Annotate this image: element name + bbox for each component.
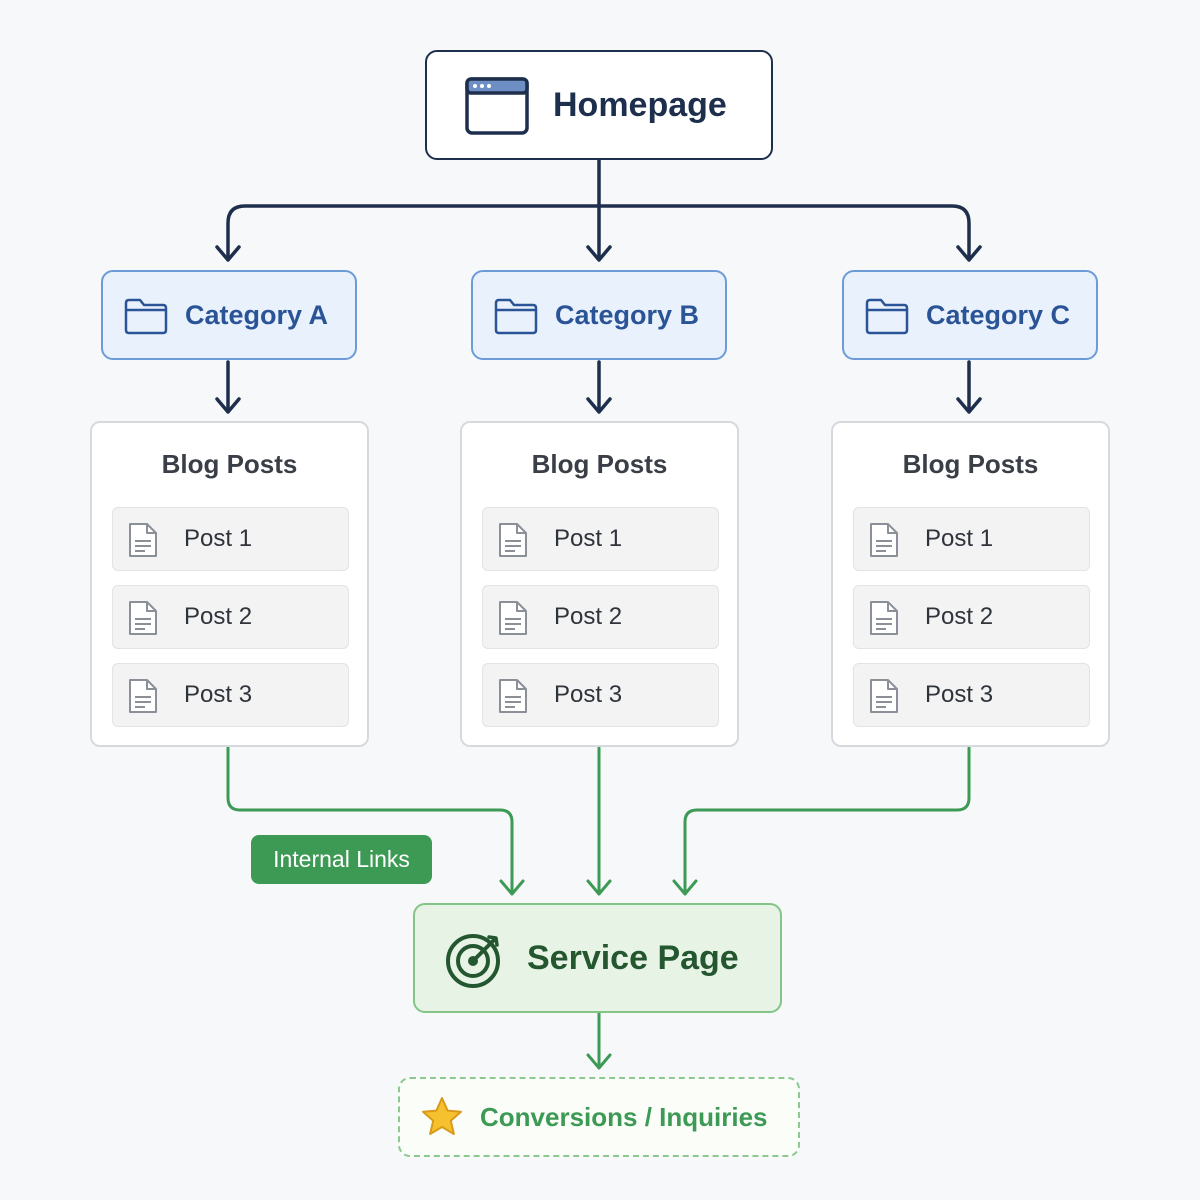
post-item: Post 1 xyxy=(482,507,719,571)
post-item: Post 1 xyxy=(853,507,1090,571)
service-page-node: Service Page xyxy=(413,903,782,1013)
blog-posts-title: Blog Posts xyxy=(902,449,1039,479)
arrow-head-a xyxy=(215,245,241,262)
document-icon xyxy=(129,523,157,557)
service-page-title: Service Page xyxy=(527,939,739,977)
browser-window-icon xyxy=(465,77,529,135)
post-item: Post 3 xyxy=(482,663,719,727)
blog-posts-title: Blog Posts xyxy=(161,449,298,479)
post-item: Post 2 xyxy=(853,585,1090,649)
homepage-title: Homepage xyxy=(553,86,727,124)
arrow-head-c xyxy=(956,245,982,262)
post-item: Post 2 xyxy=(482,585,719,649)
category-c-label: Category C xyxy=(926,300,1071,330)
document-icon xyxy=(129,601,157,635)
green-link-a xyxy=(226,746,514,894)
document-icon xyxy=(870,601,898,635)
category-a-label: Category A xyxy=(185,300,329,330)
post-label: Post 1 xyxy=(554,525,623,552)
green-link-c xyxy=(683,746,971,894)
category-b-label: Category B xyxy=(555,300,700,330)
post-label: Post 3 xyxy=(184,681,253,708)
post-item: Post 1 xyxy=(112,507,349,571)
document-icon xyxy=(499,523,527,557)
folder-icon xyxy=(124,298,168,335)
post-label: Post 2 xyxy=(925,603,994,630)
blog-posts-group-b: Blog Posts Post 1 Post 2 Post 3 xyxy=(460,421,739,747)
arrow-head-b xyxy=(586,245,612,262)
post-label: Post 3 xyxy=(925,681,994,708)
document-icon xyxy=(499,601,527,635)
internal-links-badge: Internal Links xyxy=(251,835,432,884)
blog-posts-group-a: Blog Posts Post 1 Post 2 Post 3 xyxy=(90,421,369,747)
folder-icon xyxy=(865,298,909,335)
post-label: Post 2 xyxy=(184,603,253,630)
target-icon xyxy=(446,934,500,988)
branch-line-c xyxy=(597,204,971,260)
conversions-label: Conversions / Inquiries xyxy=(480,1102,768,1132)
blog-posts-group-c: Blog Posts Post 1 Post 2 Post 3 xyxy=(831,421,1110,747)
document-icon xyxy=(129,679,157,713)
post-label: Post 3 xyxy=(554,681,623,708)
post-label: Post 2 xyxy=(554,603,623,630)
post-item: Post 3 xyxy=(853,663,1090,727)
document-icon xyxy=(499,679,527,713)
category-a-node: Category A xyxy=(101,270,357,360)
post-label: Post 1 xyxy=(184,525,253,552)
document-icon xyxy=(870,679,898,713)
folder-icon xyxy=(494,298,538,335)
conversions-node: Conversions / Inquiries xyxy=(398,1077,800,1157)
category-b-node: Category B xyxy=(471,270,727,360)
branch-line-a xyxy=(226,204,601,260)
document-icon xyxy=(870,523,898,557)
star-icon xyxy=(422,1097,462,1135)
post-item: Post 3 xyxy=(112,663,349,727)
post-item: Post 2 xyxy=(112,585,349,649)
post-label: Post 1 xyxy=(925,525,994,552)
homepage-node: Homepage xyxy=(425,50,773,160)
category-c-node: Category C xyxy=(842,270,1098,360)
blog-posts-title: Blog Posts xyxy=(531,449,668,479)
